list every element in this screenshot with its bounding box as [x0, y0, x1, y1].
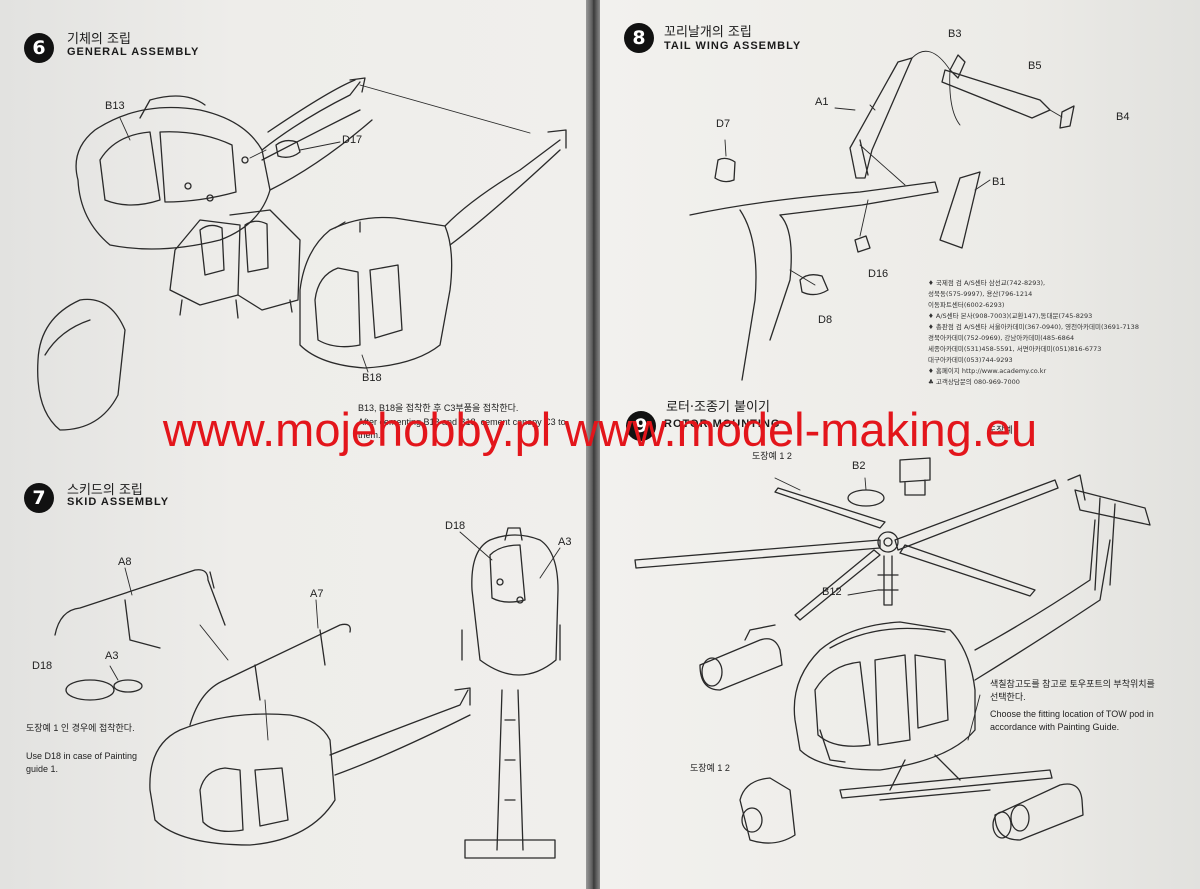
- label-d18-top: D18: [445, 520, 466, 532]
- skid-fuselage-drawing: [149, 687, 471, 846]
- tow-pod-lower-drawing: [992, 783, 1084, 841]
- label-b4: B4: [1116, 111, 1130, 123]
- step-9-note-ko: 색칠참고도를 참고로 토우포트의 부착위치를 선택한다.: [990, 679, 1155, 702]
- seats-drawing: [169, 209, 301, 319]
- label-d7: D7: [716, 118, 731, 130]
- fuselage-right-half-drawing: [299, 129, 567, 369]
- label-a3-top: A3: [558, 536, 572, 548]
- step-6-badge: 6: [24, 33, 54, 63]
- b1-rotor-drawing: [939, 171, 981, 249]
- label-a3: A3: [105, 650, 119, 662]
- service-info-block: ♦ 국제점 검 A/S센타 삼선교(742-8293), 성북동(575-999…: [928, 278, 1178, 388]
- fuselage-left-half-drawing: [75, 77, 366, 250]
- label-b13: B13: [105, 100, 125, 112]
- step-6-note-en: After cementing B13 and B18, cement cano…: [358, 417, 566, 440]
- page-gutter: [586, 0, 600, 889]
- left-page: [0, 0, 588, 889]
- tow-pod-front-drawing: [739, 777, 796, 844]
- step-8-badge: 8: [624, 23, 654, 53]
- step-8-title-ko: 꼬리날개의 조립: [664, 25, 752, 40]
- tail-boom-drawing: [267, 79, 373, 191]
- step-7-badge: 7: [24, 483, 54, 513]
- service-line: 성북동(575-9997), 용산(796-1214: [928, 290, 1033, 298]
- tow-pod-upper-drawing: [699, 624, 783, 691]
- d18-part-drawing: [65, 679, 115, 701]
- b3-part-drawing: [949, 54, 966, 79]
- label-b12: B12: [822, 586, 842, 598]
- service-line: 경북아카데미(752-0969), 강남아카데미(485-6864: [928, 334, 1075, 342]
- step-7-note-ko: 도장예 1 인 경우에 접착한다.: [26, 723, 135, 733]
- label-d8: D8: [818, 314, 833, 326]
- skid-a7-drawing: [189, 623, 351, 726]
- step-9-note-en: Choose the fitting location of TOW pod i…: [990, 709, 1154, 732]
- label-b2: B2: [852, 460, 866, 472]
- rotor-mast-drawing: [877, 555, 899, 606]
- tail-fin-a1-drawing: [849, 57, 913, 179]
- right-page: [598, 0, 1200, 889]
- step-8-title-en: TAIL WING ASSEMBLY: [664, 40, 802, 52]
- skid-a8-drawing: [54, 569, 226, 649]
- a3-part-drawing: [113, 679, 143, 693]
- tail-boom-s8-drawing: [689, 181, 939, 381]
- label-b5: B5: [1028, 60, 1042, 72]
- top-view-helicopter-drawing: [461, 527, 561, 859]
- service-line: ♦ A/S센타 본사(908-7003)(교환147),동대문(745-8293: [928, 312, 1093, 320]
- label-d18: D18: [32, 660, 53, 672]
- label-b18: B18: [362, 372, 382, 384]
- watermark-text: www.mojehobby.pl www.model-making.eu: [162, 403, 1038, 456]
- painting-guide-ref-top: 도장예 1 2: [752, 451, 792, 461]
- landing-skid-s9-drawing: [839, 754, 1053, 801]
- step-9-badge: 9: [626, 411, 656, 441]
- painting-guide-ref-bottom: 도장예 1 2: [690, 763, 730, 773]
- label-a7: A7: [310, 588, 324, 600]
- d16-part-drawing: [854, 235, 871, 253]
- step-6-title-en: GENERAL ASSEMBLY: [67, 46, 200, 58]
- canopy-drawing: [37, 298, 126, 431]
- tail-b5-drawing: [941, 69, 1051, 119]
- service-line: ♦ 국제점 검 A/S센타 삼선교(742-8293),: [928, 279, 1046, 287]
- service-line: ♦ 홈페이지 http://www.academy.co.kr: [928, 367, 1047, 375]
- d8-part-drawing: [799, 274, 829, 296]
- label-d16: D16: [868, 268, 889, 280]
- b4-part-drawing: [1059, 105, 1075, 129]
- step-9-title-ko: 로터·조종기 붙이기: [666, 400, 770, 415]
- label-b1: B1: [992, 176, 1006, 188]
- service-line: 대구아카데미(053)744-9293: [928, 356, 1013, 364]
- step-6-title-ko: 기체의 조립: [67, 32, 131, 47]
- label-b3: B3: [948, 28, 962, 40]
- service-line: 이동파트센터(6002-6293): [928, 301, 1005, 309]
- service-line: ♦ 총판점 검 A/S센타 서울아카데미(367-0940), 영천아카데미(3…: [928, 323, 1139, 331]
- step-9-top-note: 도장예: [988, 425, 1013, 435]
- step-7-title-ko: 스키드의 조립: [67, 483, 143, 498]
- step-6-note-ko: B13, B18을 접착한 후 C3부품을 접착한다.: [358, 403, 519, 413]
- mast-cap-drawing: [899, 457, 931, 496]
- main-rotor-drawing: [634, 479, 1059, 621]
- d7-part-drawing: [714, 157, 736, 183]
- b2-part-drawing: [847, 489, 885, 507]
- d17-part-drawing: [275, 139, 301, 158]
- label-a8: A8: [118, 556, 132, 568]
- service-line: ♣ 고객상담문의 080-969-7000: [928, 378, 1020, 386]
- helicopter-s9-drawing: [793, 474, 1151, 771]
- label-d17: D17: [342, 134, 363, 146]
- step-7-title-en: SKID ASSEMBLY: [67, 496, 170, 508]
- label-a1: A1: [815, 96, 829, 108]
- step-9-title-en: ROTOR MOUNTING: [664, 418, 781, 430]
- step-7-note-en: Use D18 in case of Painting guide 1.: [26, 751, 138, 774]
- service-line: 세종아카데미(531)458-5591, 서면아카데미(051)816-6773: [928, 345, 1102, 353]
